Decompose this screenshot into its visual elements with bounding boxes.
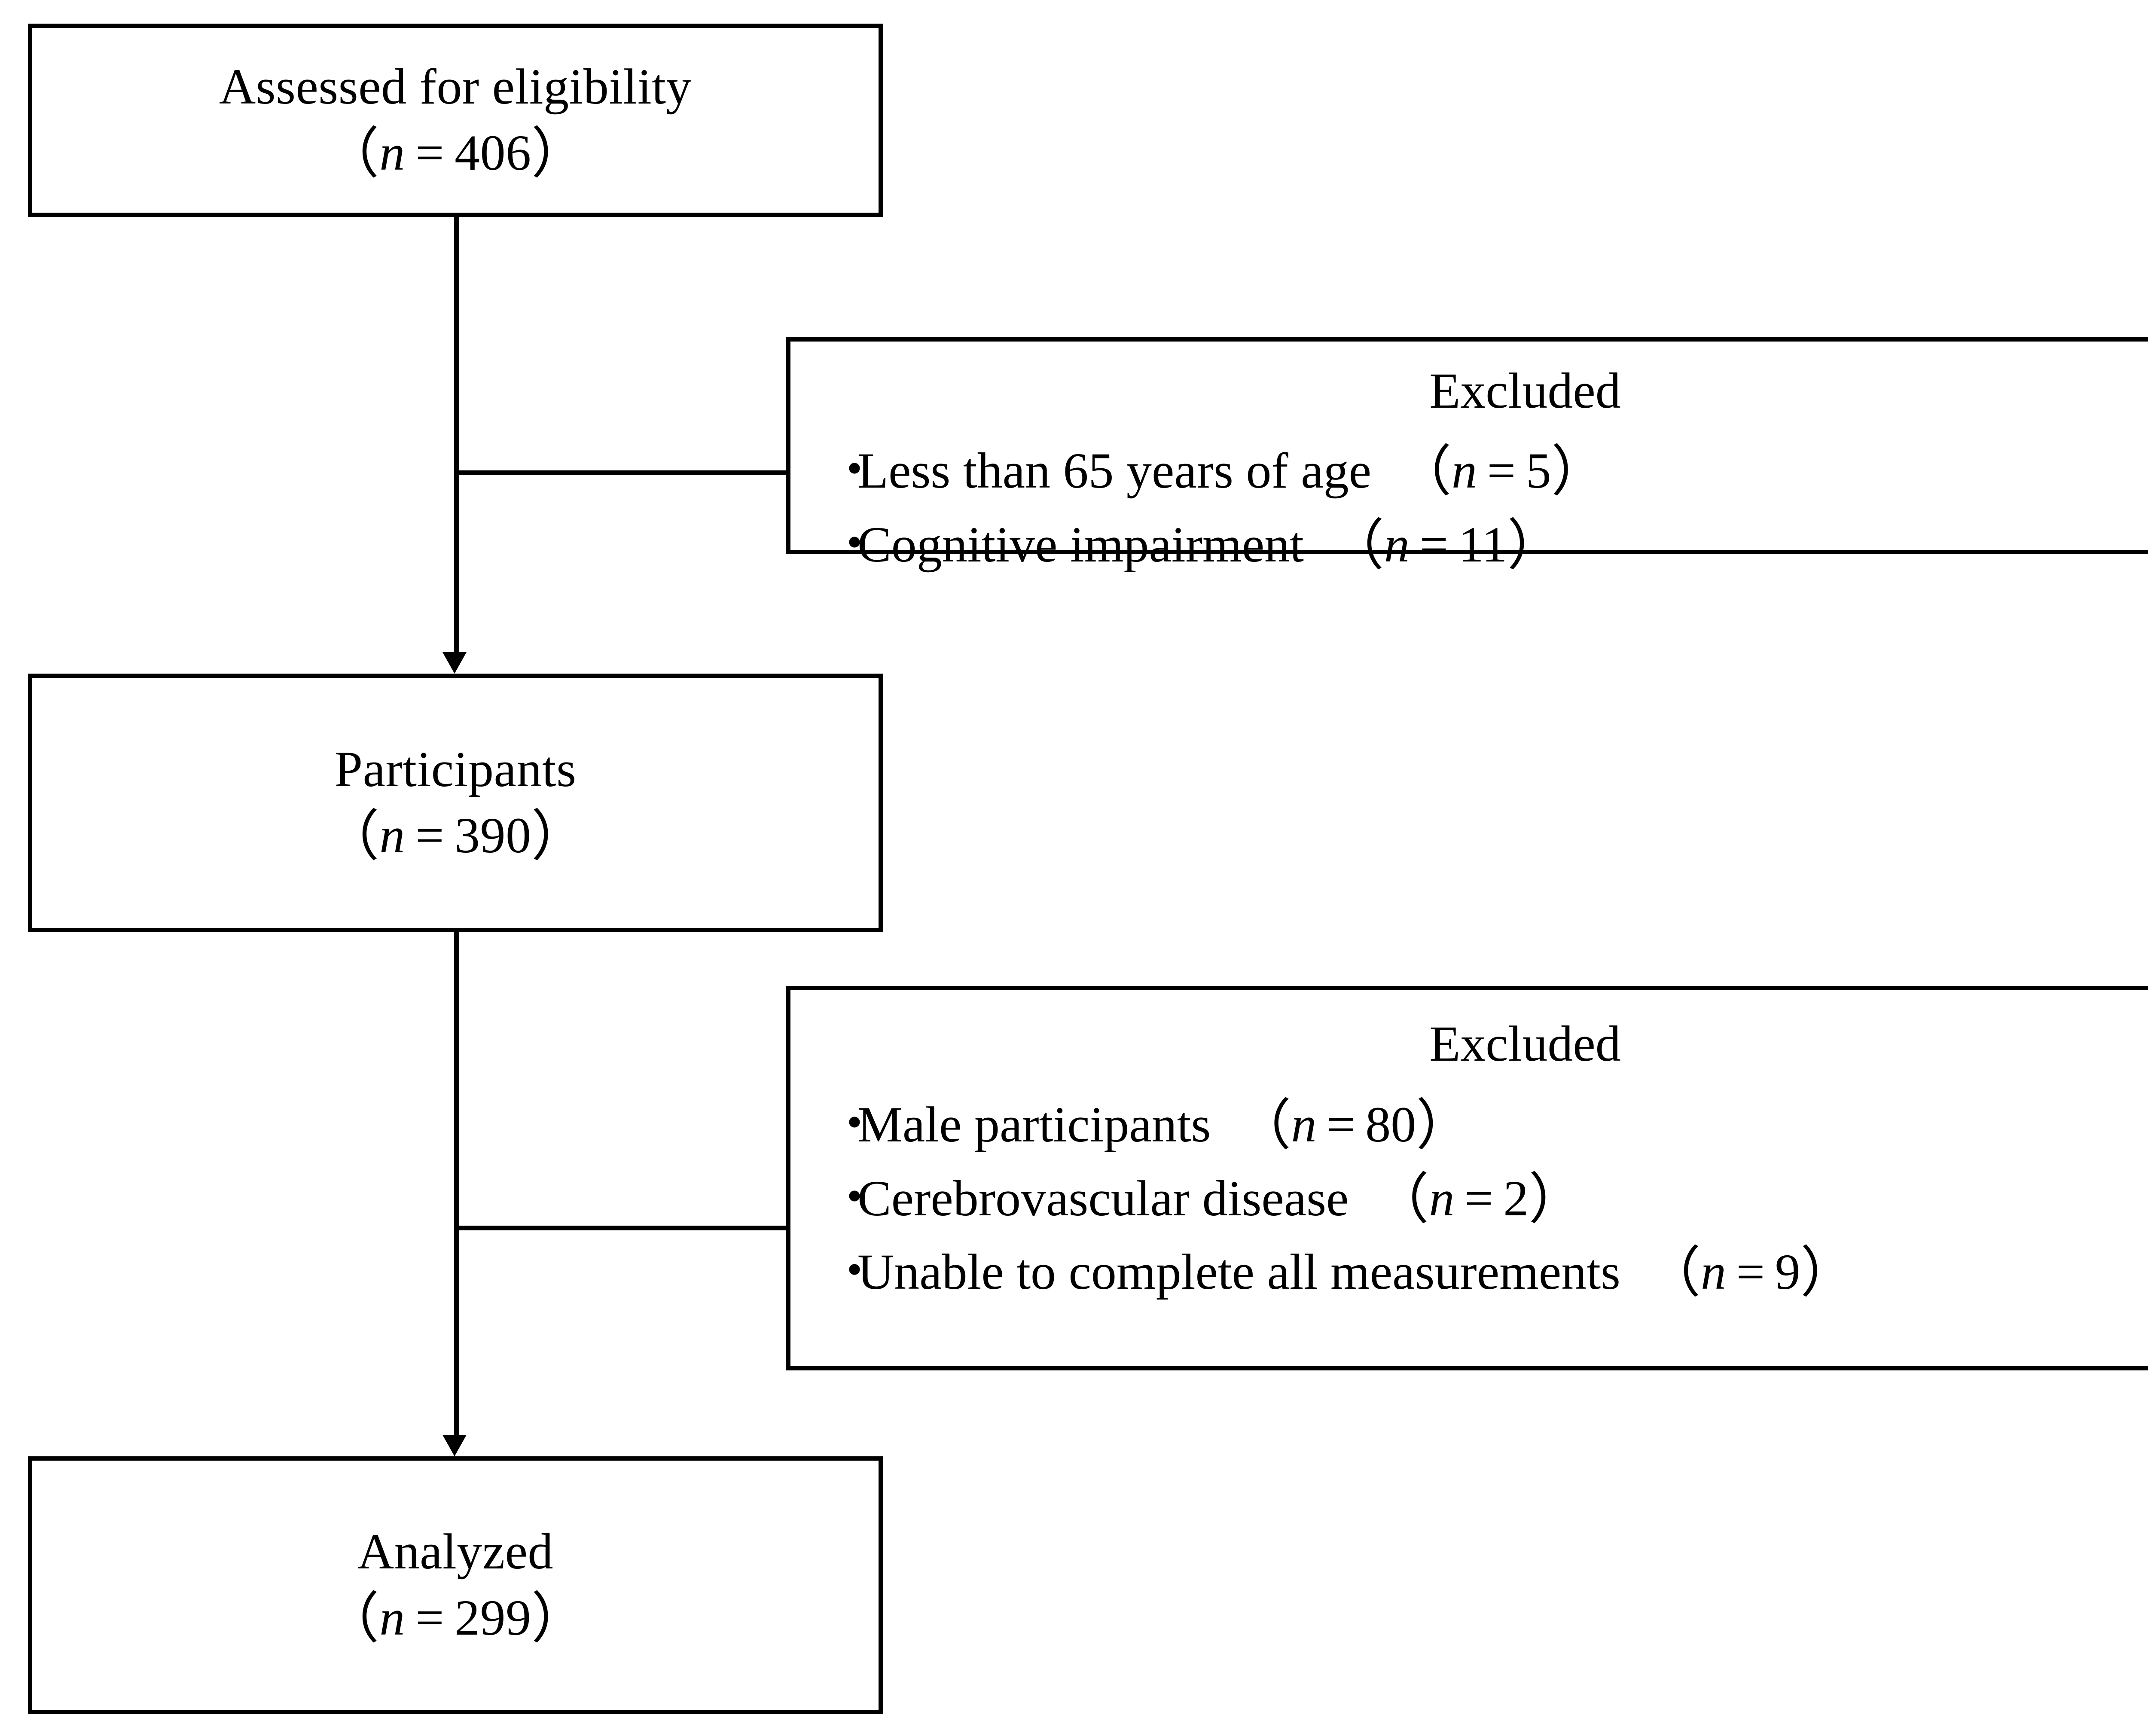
close-paren: ） [531,123,587,184]
exclusion-2-item-3: ・Unable to complete all measurements （n … [829,1234,2148,1308]
n-symbol: n [379,124,405,181]
node-participants-count-line: （n = 390） [324,800,586,867]
open-paren: （ [324,1588,380,1649]
exclusion-1-item-1: ・Less than 65 years of age （n = 5） [829,433,2148,506]
equals-sign: = [415,1589,445,1646]
n-symbol: n [1384,516,1410,573]
n-symbol: n [379,1589,405,1646]
close-paren: ） [531,1588,587,1649]
connector-assessed-to-participants [454,217,459,655]
close-paren: ） [1507,515,1562,576]
open-paren: （ [1236,1095,1291,1156]
equals-sign: = [415,807,445,863]
equals-sign: = [1465,1170,1493,1226]
node-assessed-count: 406 [455,124,531,181]
n-symbol: n [1429,1170,1455,1226]
exclusion-1-title: Excluded [1429,363,1621,419]
exclusion-2-item-1: ・Male participants （n = 80） [829,1086,2148,1160]
equals-sign: = [415,124,445,181]
connector-branch-to-exclusion-2 [454,1226,789,1230]
bullet-icon: ・ [829,1096,880,1153]
n-symbol: n [1700,1244,1726,1300]
open-paren: （ [1396,441,1452,502]
node-analyzed-count-line: （n = 299） [324,1583,586,1650]
close-paren: ） [1551,441,1606,502]
exclusion-2-count-2: 2 [1503,1170,1529,1226]
bullet-icon: ・ [829,1170,880,1226]
n-symbol: n [1451,442,1477,499]
exclusion-1-count-1: 5 [1526,442,1551,499]
bullet-icon: ・ [829,442,880,499]
exclusion-1-reason-2: Cognitive impairment [857,516,1304,573]
exclusion-box-1: Excluded ・Less than 65 years of age （n =… [786,337,2148,576]
bullet-icon: ・ [829,1244,880,1300]
node-analyzed-count: 299 [455,1589,531,1646]
open-paren: （ [1645,1242,1701,1304]
exclusion-1-count-2: 11 [1458,516,1507,573]
node-assessed-count-line: （n = 406） [324,118,586,185]
node-participants: Participants （n = 390） [28,674,883,932]
exclusion-1-reason-1: Less than 65 years of age [857,442,1371,499]
node-assessed-label: Assessed for eligibility [219,58,692,115]
exclusion-2-reason-3: Unable to complete all measurements [857,1244,1620,1300]
arrow-head-to-analyzed [442,1435,467,1456]
node-participants-label: Participants [334,741,577,797]
equals-sign: = [1327,1096,1355,1153]
exclusion-2-reason-2: Cerebrovascular disease [857,1170,1349,1226]
exclusion-1-item-2: ・Cognitive impairment （n = 11） [829,506,2148,580]
equals-sign: = [1487,442,1516,499]
close-paren: ） [1529,1169,1584,1230]
open-paren: （ [324,805,380,867]
exclusion-1-list: ・Less than 65 years of age （n = 5） ・Cogn… [829,433,2148,580]
exclusion-2-list: ・Male participants （n = 80） ・Cerebrovasc… [829,1086,2148,1308]
bullet-icon: ・ [829,516,880,573]
n-symbol: n [1291,1096,1317,1153]
arrow-head-to-participants [442,652,467,674]
equals-sign: = [1736,1244,1765,1300]
close-paren: ） [1800,1242,1855,1304]
n-symbol: n [379,807,405,863]
exclusion-2-count-3: 9 [1775,1244,1800,1300]
exclusion-2-item-2: ・Cerebrovascular disease （n = 2） [829,1160,2148,1234]
open-paren: （ [1374,1169,1429,1230]
close-paren: ） [1416,1095,1471,1156]
close-paren: ） [531,805,587,867]
node-assessed-for-eligibility: Assessed for eligibility （n = 406） [28,24,883,217]
exclusion-2-title: Excluded [1429,1016,1621,1072]
open-paren: （ [1329,515,1384,576]
open-paren: （ [324,123,380,184]
node-analyzed-label: Analyzed [357,1523,554,1580]
connector-branch-to-exclusion-1 [454,470,789,475]
exclusion-2-reason-1: Male participants [857,1096,1211,1153]
exclusion-2-count-1: 80 [1365,1096,1416,1153]
equals-sign: = [1419,516,1449,573]
node-participants-count: 390 [455,807,531,863]
node-analyzed: Analyzed （n = 299） [28,1456,883,1714]
connector-participants-to-analyzed [454,932,459,1437]
exclusion-box-2: Excluded ・Male participants （n = 80） ・Ce… [786,986,2148,1370]
